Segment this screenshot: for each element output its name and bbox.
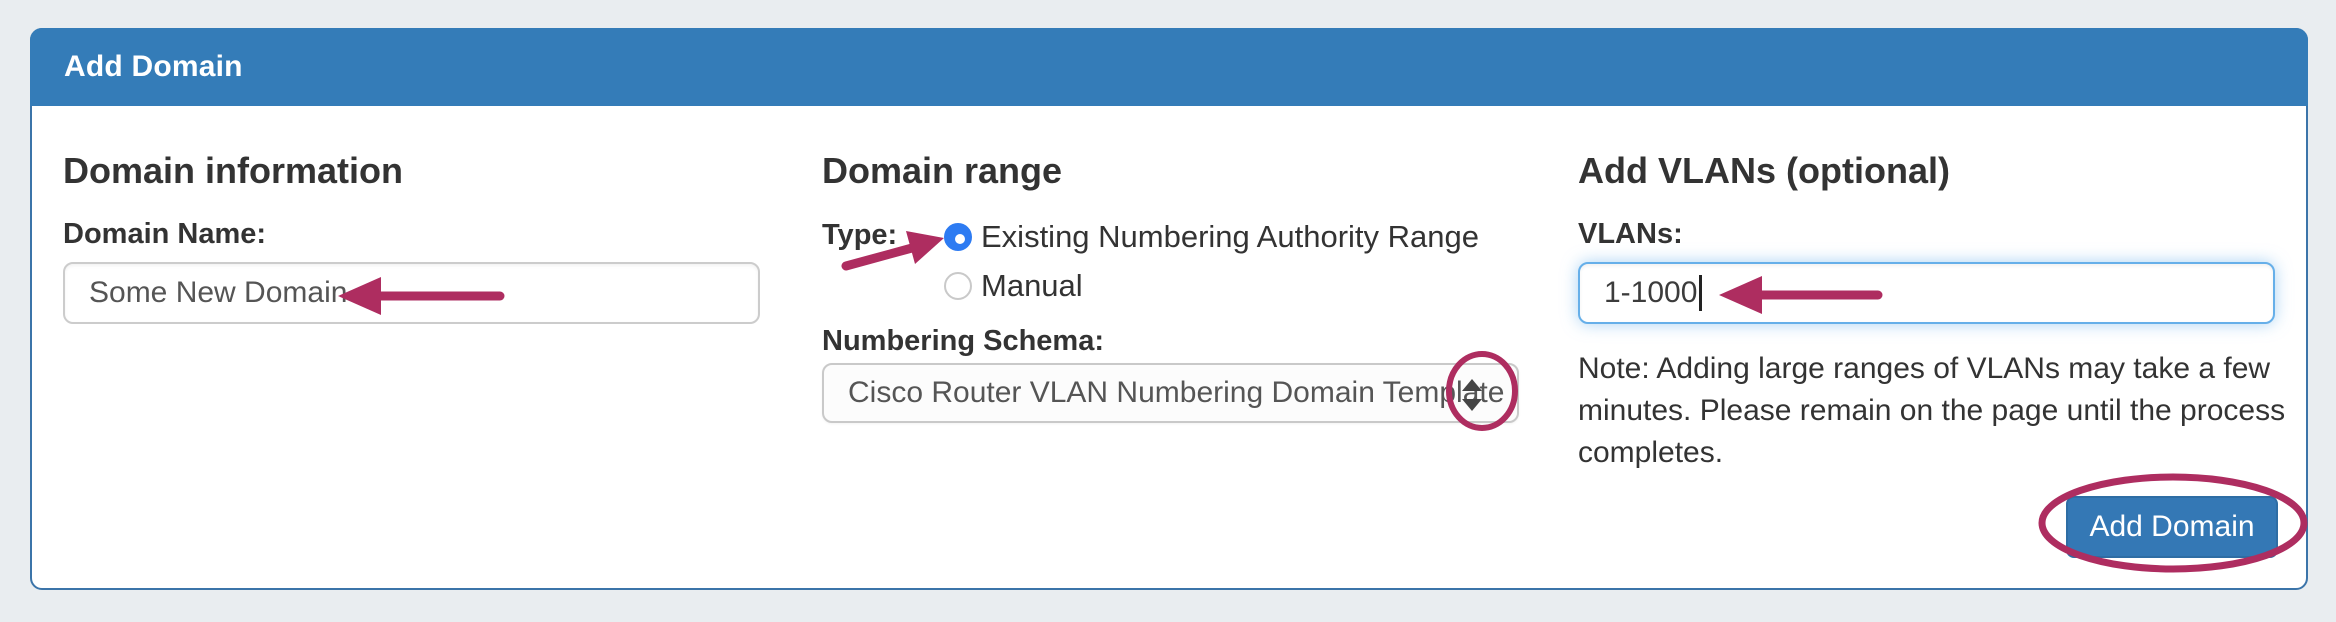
- radio-label: Existing Numbering Authority Range: [981, 219, 1479, 254]
- add-domain-button[interactable]: Add Domain: [2066, 496, 2278, 558]
- domain-information-heading: Domain information: [63, 150, 403, 191]
- numbering-schema-label: Numbering Schema:: [822, 325, 1104, 357]
- type-label: Type:: [822, 219, 898, 251]
- text-cursor: [1699, 275, 1703, 311]
- numbering-schema-selected-value: Cisco Router VLAN Numbering Domain Templ…: [848, 376, 1505, 409]
- panel-body: Domain information Domain Name: Domain r…: [30, 106, 2308, 592]
- domain-information-section: Domain information Domain Name:: [63, 106, 793, 592]
- radio-label: Manual: [981, 268, 1083, 303]
- vlans-note-line: minutes. Please remain on the page until…: [1578, 394, 2286, 427]
- radio-button-icon[interactable]: [944, 272, 972, 300]
- vlans-value: 1-1000: [1604, 276, 1698, 309]
- add-vlans-section: Add VLANs (optional) VLANs: 1-1000 Note:…: [1578, 106, 2308, 592]
- domain-range-section: Domain range Type: Existing Numbering Au…: [822, 106, 1552, 592]
- radio-manual[interactable]: Manual: [944, 268, 1083, 303]
- vlans-note-line: completes.: [1578, 436, 1724, 469]
- radio-existing-numbering-authority-range[interactable]: Existing Numbering Authority Range: [944, 219, 1479, 254]
- add-domain-panel: Add Domain Domain information Domain Nam…: [30, 28, 2308, 590]
- vlans-note: Note: Adding large ranges of VLANs may t…: [1578, 348, 2285, 474]
- radio-button-icon[interactable]: [944, 223, 972, 251]
- select-arrows-icon: [1462, 379, 1482, 411]
- domain-name-input[interactable]: [63, 262, 760, 324]
- numbering-schema-select[interactable]: Cisco Router VLAN Numbering Domain Templ…: [822, 363, 1519, 423]
- add-vlans-heading: Add VLANs (optional): [1578, 150, 1950, 191]
- vlans-note-line: Note: Adding large ranges of VLANs may t…: [1578, 352, 2271, 385]
- domain-range-heading: Domain range: [822, 150, 1063, 191]
- panel-title: Add Domain: [64, 50, 243, 83]
- panel-header: Add Domain: [30, 28, 2308, 106]
- vlans-label: VLANs:: [1578, 218, 1683, 250]
- domain-name-label: Domain Name:: [63, 218, 267, 250]
- vlans-input[interactable]: 1-1000: [1578, 262, 2275, 324]
